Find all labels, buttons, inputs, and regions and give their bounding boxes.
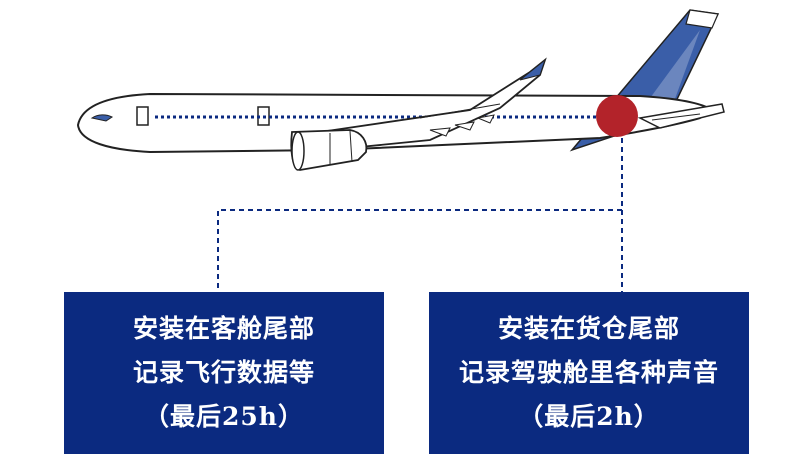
cabin-tail-line-3: （最后25h） xyxy=(144,402,304,431)
stabilizer-detail xyxy=(651,113,701,121)
cargo-tail-line-1: 安装在货仓尾部 xyxy=(497,314,680,343)
flap-track-3 xyxy=(476,114,495,124)
cockpit-window xyxy=(90,114,113,122)
cargo-tail-line-2: 记录驾驶舱里各种声音 xyxy=(458,358,719,387)
cabin-tail-line-2: 记录飞行数据等 xyxy=(132,358,315,387)
winglet xyxy=(519,58,547,81)
door-front xyxy=(136,106,149,126)
wing-detail xyxy=(419,103,501,119)
connector-line xyxy=(217,138,623,292)
cargo-tail-line-3: （最后2h） xyxy=(518,402,660,431)
recorder-marker-icon xyxy=(596,95,638,137)
tail-fin-edge xyxy=(685,9,719,29)
flap-track-1 xyxy=(429,127,451,137)
cargo-tail-recorder-box: 安装在货仓尾部 记录驾驶舱里各种声音 （最后2h） xyxy=(429,292,749,454)
engine-detail-2 xyxy=(349,130,353,163)
cabin-tail-recorder-box: 安装在客舱尾部 记录飞行数据等 （最后25h） xyxy=(64,292,384,454)
cabin-tail-line-1: 安装在客舱尾部 xyxy=(132,314,315,343)
flap-track-2 xyxy=(454,121,475,131)
engine-intake xyxy=(291,131,305,171)
tail-fin-shadow xyxy=(645,30,700,118)
